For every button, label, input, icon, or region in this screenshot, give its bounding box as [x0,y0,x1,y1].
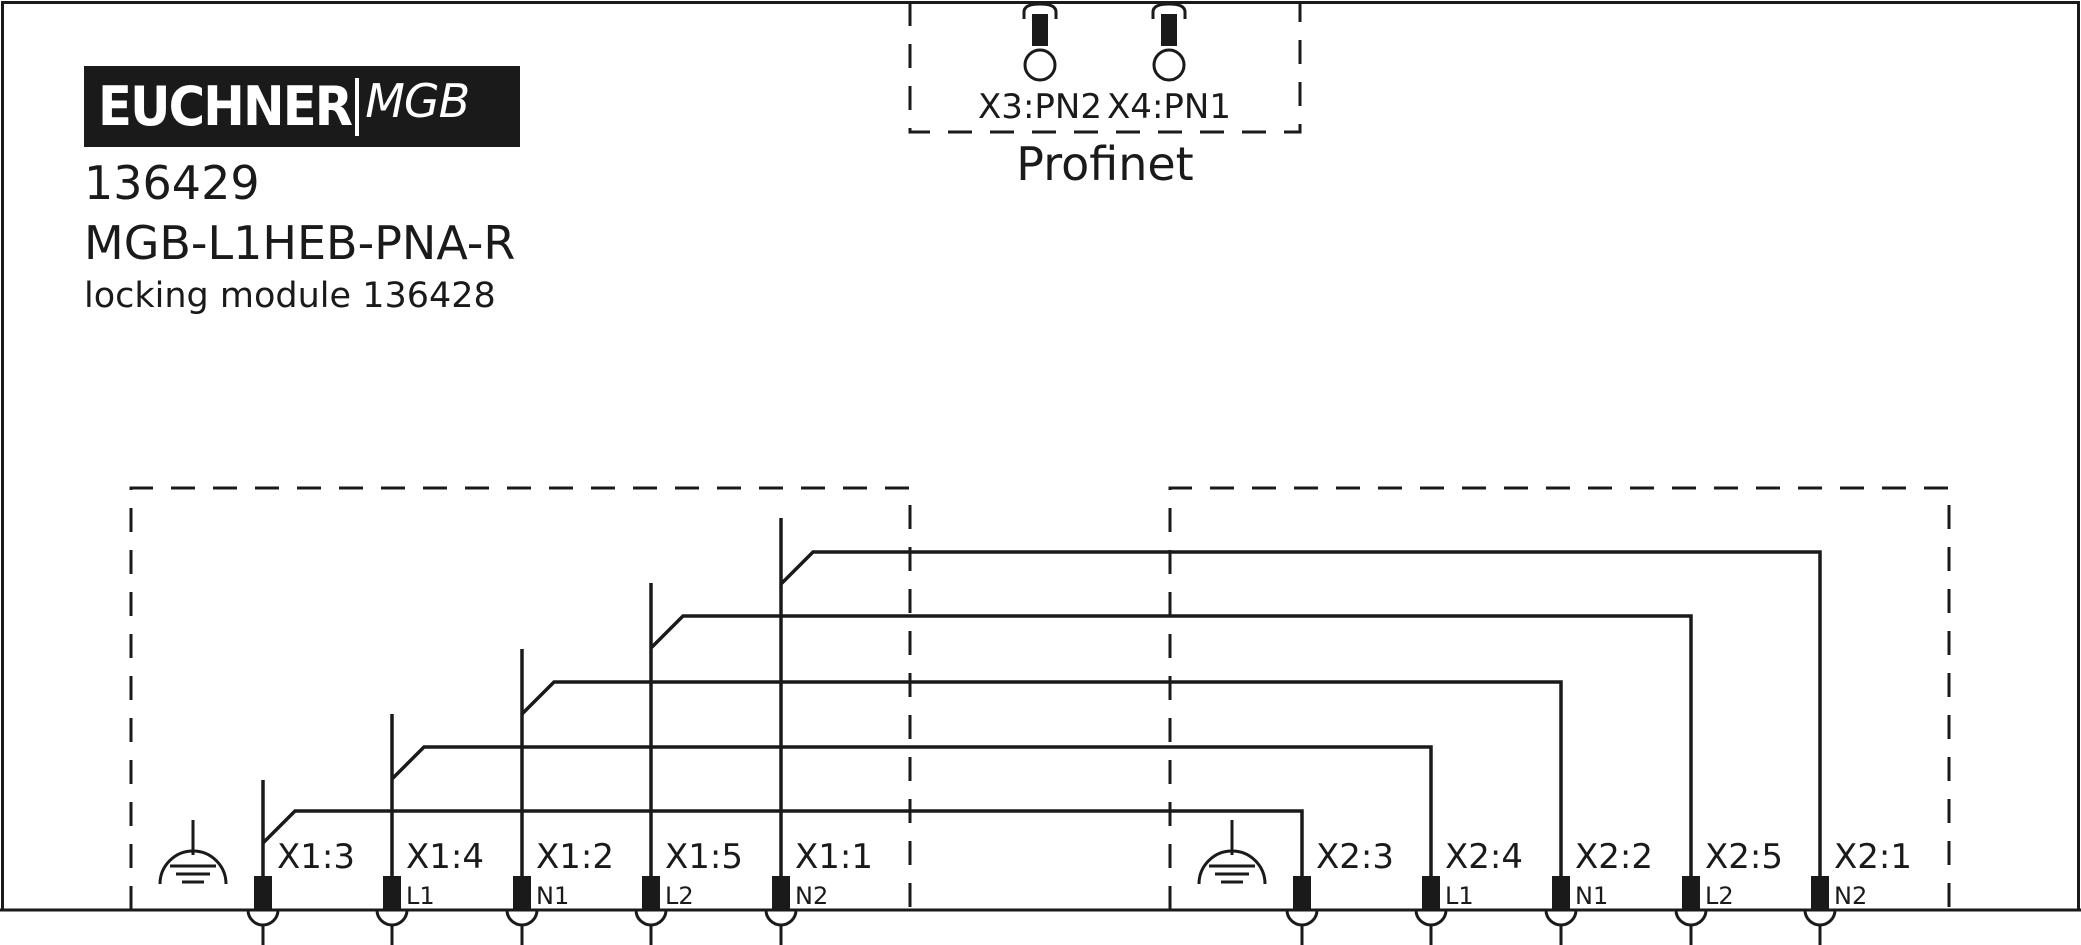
terminal-block [1811,876,1829,910]
terminal-socket [505,909,539,927]
pin-signal-label: N1 [536,882,569,910]
profinet-box [908,2,1302,134]
brand-name: EUCHNER [98,75,353,138]
profinet-label: Profinet [1016,137,1193,191]
pin-signal-label: N2 [1834,882,1867,910]
pin-signal-label: L2 [1705,882,1734,910]
profinet-port-label-x3: X3:PN2 [978,87,1102,127]
conductor-line [390,714,1433,876]
locking-module-note: locking module 136428 [84,276,496,316]
ground-icon [158,820,228,885]
connector-x2-box [1168,486,1951,910]
terminal-block [513,876,531,910]
pin-signal-label: N2 [795,882,828,910]
pin-signal-label: L2 [665,882,694,910]
terminal-socket [1544,909,1578,927]
terminal-block [1422,876,1440,910]
terminal-socket [375,909,409,927]
profinet-port-x3 [1022,2,1058,82]
terminal-block [642,876,660,910]
conductor-line [779,518,1822,876]
conductors [261,518,1822,876]
terminal-socket [634,909,668,927]
pin-label: X1:1 [795,837,873,877]
euchner-mgb-logo: EUCHNER MGB [84,66,520,147]
conductor-line [261,780,1304,876]
terminal-block [254,876,272,910]
model-designation: MGB-L1HEB-PNA-R [84,216,516,270]
pin-label: X2:5 [1705,837,1783,877]
terminal-socket [246,909,280,927]
pin-signal-label: N1 [1575,882,1608,910]
pin-label: X2:4 [1445,837,1523,877]
terminal-block [1682,876,1700,910]
pin-label: X2:1 [1834,837,1912,877]
terminal-block [383,876,401,910]
conductor-line [649,583,1693,876]
pin-label: X1:3 [277,837,355,877]
part-number: 136429 [84,156,260,210]
terminal-block [772,876,790,910]
ground-icon [1197,820,1267,885]
terminal-socket [1414,909,1448,927]
pin-signal-label: L1 [406,882,435,910]
terminals [246,876,1837,945]
pin-label: X1:2 [536,837,614,877]
pin-label: X1:4 [406,837,484,877]
terminal-socket [1674,909,1708,927]
terminal-socket [1285,909,1319,927]
terminal-block [1293,876,1311,910]
pin-labels: X1:3 X1:4L1 X1:2N1 X1:5L2 X1:1N2 X2:3 X2:4L1 X2… [277,837,1912,910]
profinet-port-x4 [1151,2,1187,82]
brand-separator [355,77,360,136]
profinet-port-label-x4: X4:PN1 [1107,87,1231,127]
pin-signal-label: L1 [1445,882,1474,910]
pin-label: X1:5 [665,837,743,877]
pin-label: X2:3 [1316,837,1394,877]
terminal-block [1552,876,1570,910]
pin-label: X2:2 [1575,837,1653,877]
brand-product: MGB [365,73,470,128]
terminal-socket [1803,909,1837,927]
housing-outline [1,1,2080,910]
connector-x1-box [129,486,912,910]
terminal-socket [764,909,798,927]
conductor-line [520,649,1563,876]
